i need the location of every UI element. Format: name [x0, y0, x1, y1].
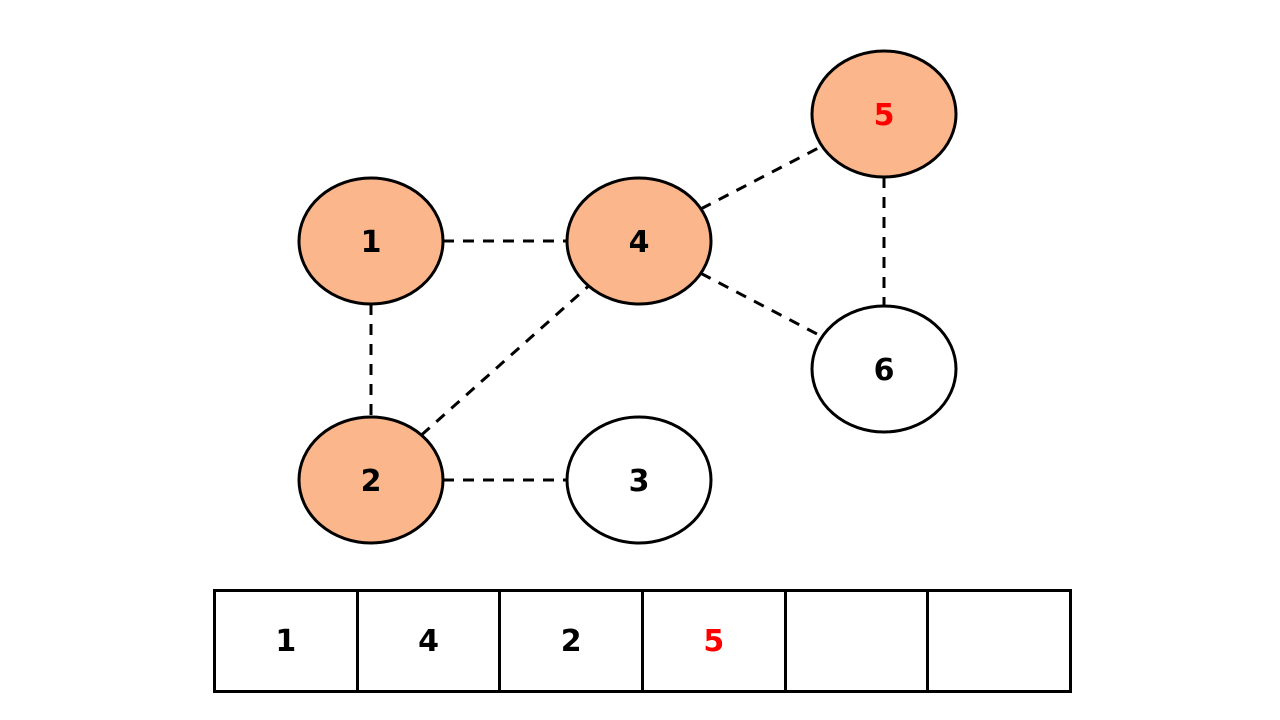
- node-3-label: 3: [629, 464, 650, 499]
- array-cell-2: 4: [359, 592, 502, 690]
- node-3-circle: [565, 415, 713, 545]
- node-5-circle: [810, 49, 958, 179]
- node-3: 3: [565, 415, 713, 545]
- node-5: 5: [810, 49, 958, 179]
- node-4-label: 4: [629, 225, 650, 260]
- node-6-circle: [810, 304, 958, 434]
- node-6-label: 6: [874, 353, 895, 388]
- node-2-circle: [297, 415, 445, 545]
- edge-4-6: [700, 271, 823, 339]
- array-cell-3: 2: [501, 592, 645, 690]
- node-6: 6: [810, 304, 958, 434]
- edge-4-5: [700, 144, 823, 211]
- array-cell-6: [929, 592, 1069, 690]
- edge-2-4: [420, 284, 590, 437]
- node-1: 1: [297, 176, 445, 306]
- array-cell-4: 5: [644, 592, 787, 690]
- array-cell-5: [787, 592, 930, 690]
- array-cell-1: 1: [216, 592, 359, 690]
- edges-layer: [369, 144, 886, 482]
- visit-order-array: 1 4 2 5: [213, 589, 1072, 693]
- node-4-circle: [565, 176, 713, 306]
- node-2-label: 2: [361, 464, 382, 499]
- node-4: 4: [565, 176, 713, 306]
- node-2: 2: [297, 415, 445, 545]
- node-1-label: 1: [361, 225, 382, 260]
- node-1-circle: [297, 176, 445, 306]
- nodes-layer: 1 2 3 4 5 6: [297, 49, 958, 545]
- node-5-label: 5: [874, 98, 895, 133]
